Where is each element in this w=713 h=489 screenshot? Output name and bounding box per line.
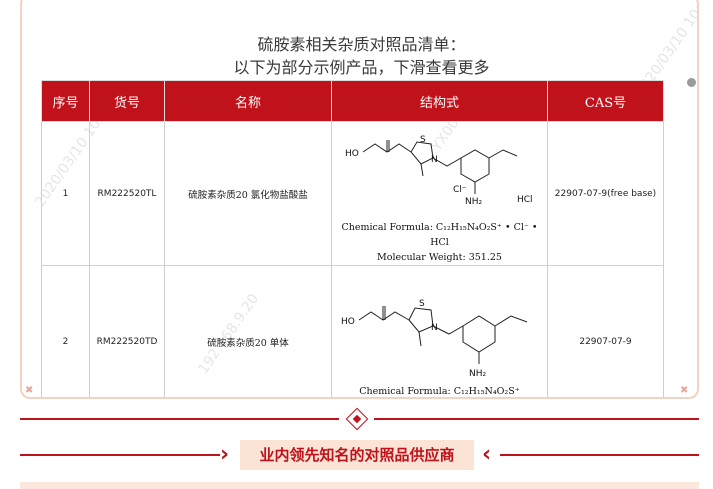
row-name: 硫胺素杂质20 单体: [164, 265, 332, 397]
row-code: RM222520TD: [89, 265, 165, 397]
list-subtitle: 以下为部分示例产品，下滑查看更多: [233, 58, 490, 77]
amine-label: NH₂: [469, 369, 487, 379]
sulfur-label: S: [419, 299, 425, 309]
acid-label: HO: [341, 317, 355, 327]
corner-mark-icon: ✖: [680, 385, 689, 396]
hcl-label: HCl: [517, 195, 533, 205]
divider-line: [20, 418, 339, 420]
chemical-formula: Chemical Formula: C₁₂H₁₅N₄O₂S⁺ • Cl⁻ • H…: [341, 222, 538, 248]
supplier-banner: 业内领先知名的对照品供应商: [240, 440, 474, 470]
chemical-structure-image: HO S N NH₂: [341, 299, 527, 379]
scrollbar-thumb[interactable]: [687, 78, 696, 87]
col-header-structure: 结构式: [331, 80, 548, 122]
chevron-right-icon: ›: [220, 442, 230, 467]
chemical-structure-image: HO S N NH₂ Cl⁻ HCl: [345, 135, 533, 207]
row-code: RM222520TL: [89, 121, 165, 266]
col-header-cas: CAS号: [547, 80, 664, 122]
amine-label: NH₂: [465, 197, 483, 207]
col-header-index: 序号: [41, 80, 90, 122]
chloride-label: Cl⁻: [453, 185, 467, 195]
table-row[interactable]: 1 RM222520TL 硫胺素杂质20 氯化物盐酸盐: [41, 121, 664, 266]
divider-line: [500, 454, 699, 456]
molecular-weight: Molecular Weight: 351.25: [377, 252, 502, 263]
structure-cell: HO S N NH₂ Chemical Formula: C₁₂H₁₅N₄O₂S…: [331, 265, 548, 397]
row-name: 硫胺素杂质20 氯化物盐酸盐: [164, 121, 332, 266]
table-row[interactable]: 2 RM222520TD 硫胺素杂质20 单体: [41, 265, 664, 397]
divider-line: [20, 454, 220, 456]
row-cas: 22907-07-9: [547, 265, 664, 397]
table-header-row: 序号 货号 名称 结构式 CAS号: [41, 80, 664, 122]
row-cas: 22907-07-9(free base): [547, 121, 664, 266]
content-card: 硫胺素相关杂质对照品清单： 以下为部分示例产品，下滑查看更多 2020/03/1…: [20, 0, 699, 399]
nitrogen-label: N: [431, 323, 438, 333]
chemical-formula: Chemical Formula: C₁₂H₁₅N₄O₂S⁺: [359, 386, 520, 397]
corner-mark-icon: ✖: [25, 385, 34, 396]
list-title: 硫胺素相关杂质对照品清单：: [257, 35, 466, 54]
chevron-left-icon: ‹: [482, 442, 492, 467]
structure-cell: HO S N NH₂ Cl⁻ HCl Chemical Formula: C₁₂…: [331, 121, 548, 266]
bottom-strip: [20, 482, 699, 489]
col-header-code: 货号: [89, 80, 165, 122]
nitrogen-label: N: [431, 155, 438, 165]
product-table: 序号 货号 名称 结构式 CAS号 1 RM222520TL 硫胺素杂质20 氯…: [41, 80, 664, 397]
sulfur-label: S: [420, 135, 426, 145]
row-index: 2: [41, 265, 90, 397]
acid-label: HO: [345, 149, 359, 159]
row-index: 1: [41, 121, 90, 266]
divider-line: [374, 418, 699, 420]
col-header-name: 名称: [164, 80, 332, 122]
